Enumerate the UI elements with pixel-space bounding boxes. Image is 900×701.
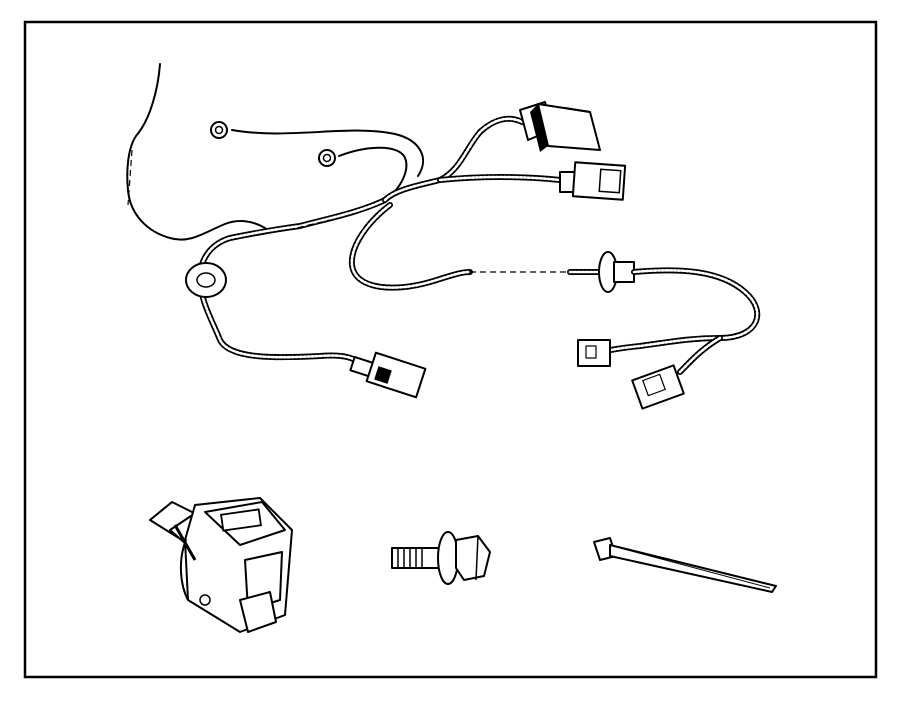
plug-connector (559, 161, 627, 201)
connector-left (349, 351, 427, 399)
trailer-connector-7-way (149, 497, 293, 633)
connector-right-upper (577, 339, 611, 367)
connector-right-lower (631, 364, 685, 410)
cable-tie (593, 537, 777, 593)
flange-bolt (391, 531, 491, 585)
wiring-harness (126, 63, 761, 410)
grommet-right (598, 251, 635, 293)
relay (519, 101, 601, 152)
